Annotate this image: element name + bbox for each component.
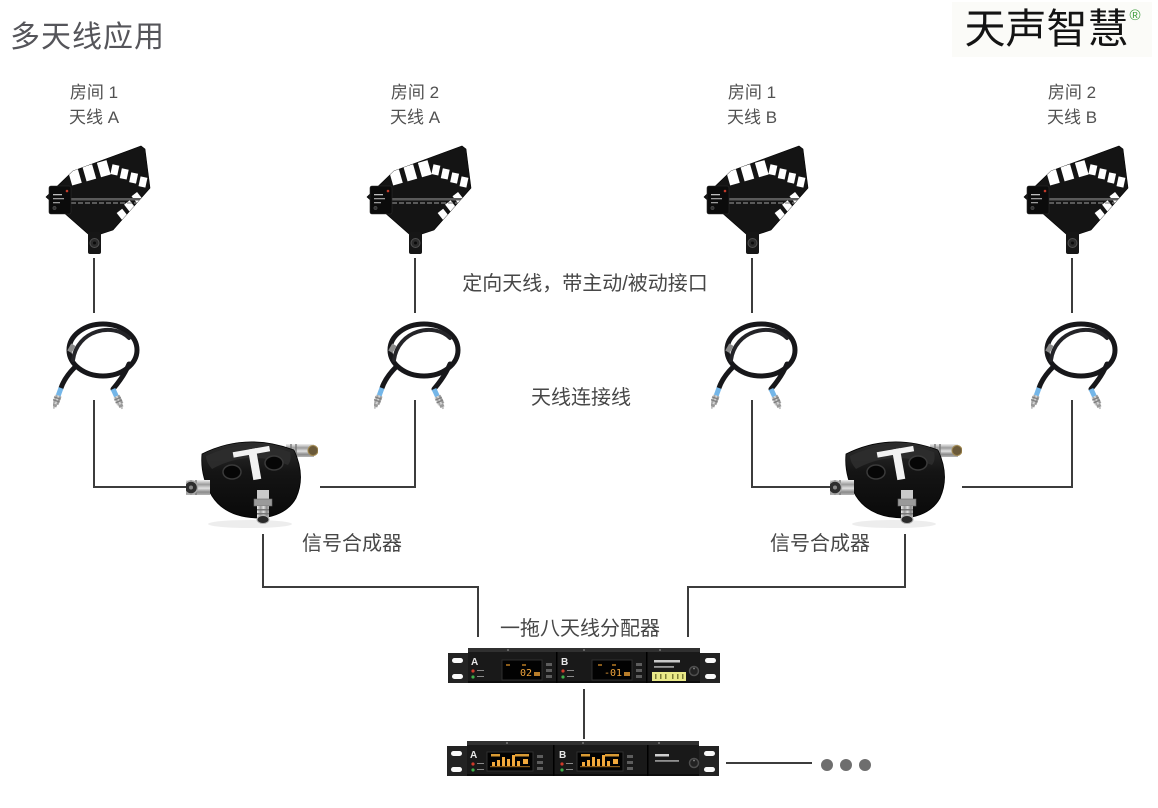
label-column-2: 房间 2 天线 A <box>345 80 485 130</box>
combiner-icon-left <box>186 428 318 530</box>
combiner-icon-right <box>830 428 962 530</box>
wire-cable3-combiner2 <box>751 400 841 488</box>
note-distributor: 一拖八天线分配器 <box>500 618 660 640</box>
antenna-label: 天线 A <box>389 108 441 127</box>
antenna-icon-2 <box>362 140 474 260</box>
room-label: 房间 1 <box>69 83 119 102</box>
ellipsis-dot <box>821 759 833 771</box>
brand-logo: 天声智慧® <box>952 2 1152 57</box>
rack1-section-b: B -01 <box>561 657 642 681</box>
led-green <box>560 768 564 772</box>
wire-cable4-combiner2 <box>962 400 1073 488</box>
wire-cable2-combiner1 <box>320 400 416 488</box>
display-b-spectrum <box>576 751 624 772</box>
knob <box>688 757 700 769</box>
cable-icon-4 <box>1031 312 1126 412</box>
antenna-distributor-unit: A 02 B -01 <box>448 648 720 683</box>
channel-b-label: B <box>561 657 568 668</box>
display-b-value: -01 <box>604 668 622 679</box>
led-red <box>561 669 565 673</box>
channel-a-label: A <box>471 657 478 668</box>
display-a-spectrum <box>486 751 534 772</box>
led-red <box>560 762 564 766</box>
antenna-label: 天线 B <box>1046 108 1098 127</box>
label-column-1: 房间 1 天线 A <box>24 80 164 130</box>
registered-trademark-icon: ® <box>1129 7 1141 24</box>
antenna-icon-1 <box>41 140 153 260</box>
yellow-label-strip <box>652 672 686 681</box>
display-a <box>501 659 543 681</box>
cable-icon-2 <box>374 312 469 412</box>
rack1-section-a: A 02 <box>471 657 552 681</box>
more-units-dots-icon <box>821 759 871 771</box>
rack-ears <box>447 746 719 776</box>
page-title: 多天线应用 <box>10 21 165 54</box>
note-combiner-right: 信号合成器 <box>770 533 870 555</box>
wire-cable1-combiner1 <box>93 400 186 488</box>
knob <box>688 665 700 677</box>
display-a-value: 02 <box>520 668 532 679</box>
ellipsis-dot <box>859 759 871 771</box>
wire-combiner1-distributor <box>262 534 479 637</box>
antenna-label: 天线 A <box>68 108 120 127</box>
note-directional-antenna: 定向天线，带主动/被动接口 <box>462 273 708 295</box>
led-green <box>471 768 475 772</box>
rack2-section-b: B <box>559 750 633 772</box>
antenna-icon-4 <box>1019 140 1131 260</box>
channel-b-label: B <box>559 750 566 761</box>
channel-a-label: A <box>470 750 477 761</box>
rack-ears <box>448 653 720 683</box>
room-label: 房间 2 <box>1047 83 1097 102</box>
led-green <box>561 675 565 679</box>
wire-combiner2-distributor <box>687 534 906 637</box>
note-combiner-left: 信号合成器 <box>302 533 402 555</box>
rack2-section-right <box>655 754 700 769</box>
cable-icon-1 <box>53 312 148 412</box>
note-antenna-cable: 天线连接线 <box>531 387 631 409</box>
led-red <box>471 669 475 673</box>
receiver-unit: A B <box>447 741 719 776</box>
antenna-icon-3 <box>699 140 811 260</box>
antenna-label: 天线 B <box>726 108 778 127</box>
label-column-4: 房间 2 天线 B <box>1002 80 1142 130</box>
ellipsis-dot <box>840 759 852 771</box>
rack2-section-a: A <box>470 750 543 772</box>
cable-icon-3 <box>711 312 806 412</box>
led-red <box>471 762 475 766</box>
led-green <box>471 675 475 679</box>
room-label: 房间 2 <box>390 83 440 102</box>
room-label: 房间 1 <box>727 83 777 102</box>
brand-name: 天声智慧 <box>964 6 1129 52</box>
label-column-3: 房间 1 天线 B <box>682 80 822 130</box>
rack1-section-right <box>652 660 700 681</box>
